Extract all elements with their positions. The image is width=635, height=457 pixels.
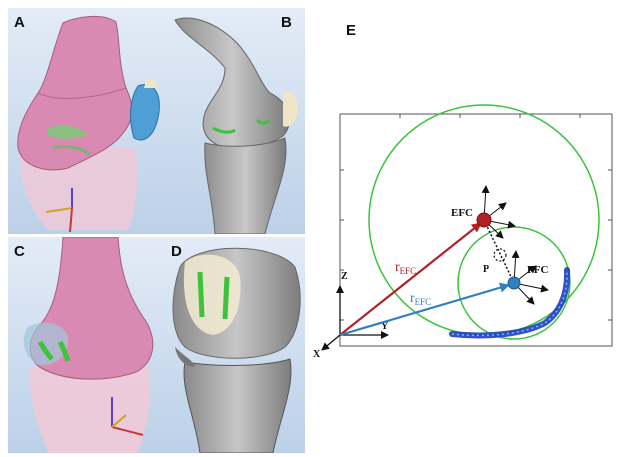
panel-a-label: A [14,14,25,31]
efc-local-frame [484,186,515,238]
efc-circle [369,105,599,335]
panel-c: C [8,237,165,453]
r-efc-label: rEFC [395,260,416,276]
contact-points-band [452,270,567,335]
efc-ffc-link [484,220,514,283]
efc-point [477,213,491,227]
point-p-label: P [483,264,489,275]
axis-x-label: X [313,349,321,360]
axis-y-label: Y [381,321,389,332]
ffc-point [508,277,520,289]
r-ffc-label: rEFC [410,291,431,307]
panel-b-label: B [281,14,292,31]
panel-a-render [8,8,165,234]
panel-d-label: D [171,243,182,260]
efc-label: EFC [451,207,473,219]
ffc-label: FFC [527,264,548,276]
plot-frame [340,114,612,346]
r-efc-vector [340,223,481,335]
panel-c-label: C [14,243,25,260]
origin-axes [322,286,388,350]
r-ffc-vector [340,285,509,335]
panel-e-label: E [346,22,356,39]
frame-ticks [340,114,612,320]
point-p-marker [494,249,506,261]
axis-z-label: Z [341,271,348,282]
panel-d-render [165,237,305,453]
panel-b-render [165,8,305,234]
panel-b: B [165,8,305,234]
ffc-local-frame [514,251,548,304]
panel-a: A [8,8,165,234]
ffc-circle [458,227,570,339]
panel-d: D [165,237,305,453]
panel-c-render [8,237,165,453]
